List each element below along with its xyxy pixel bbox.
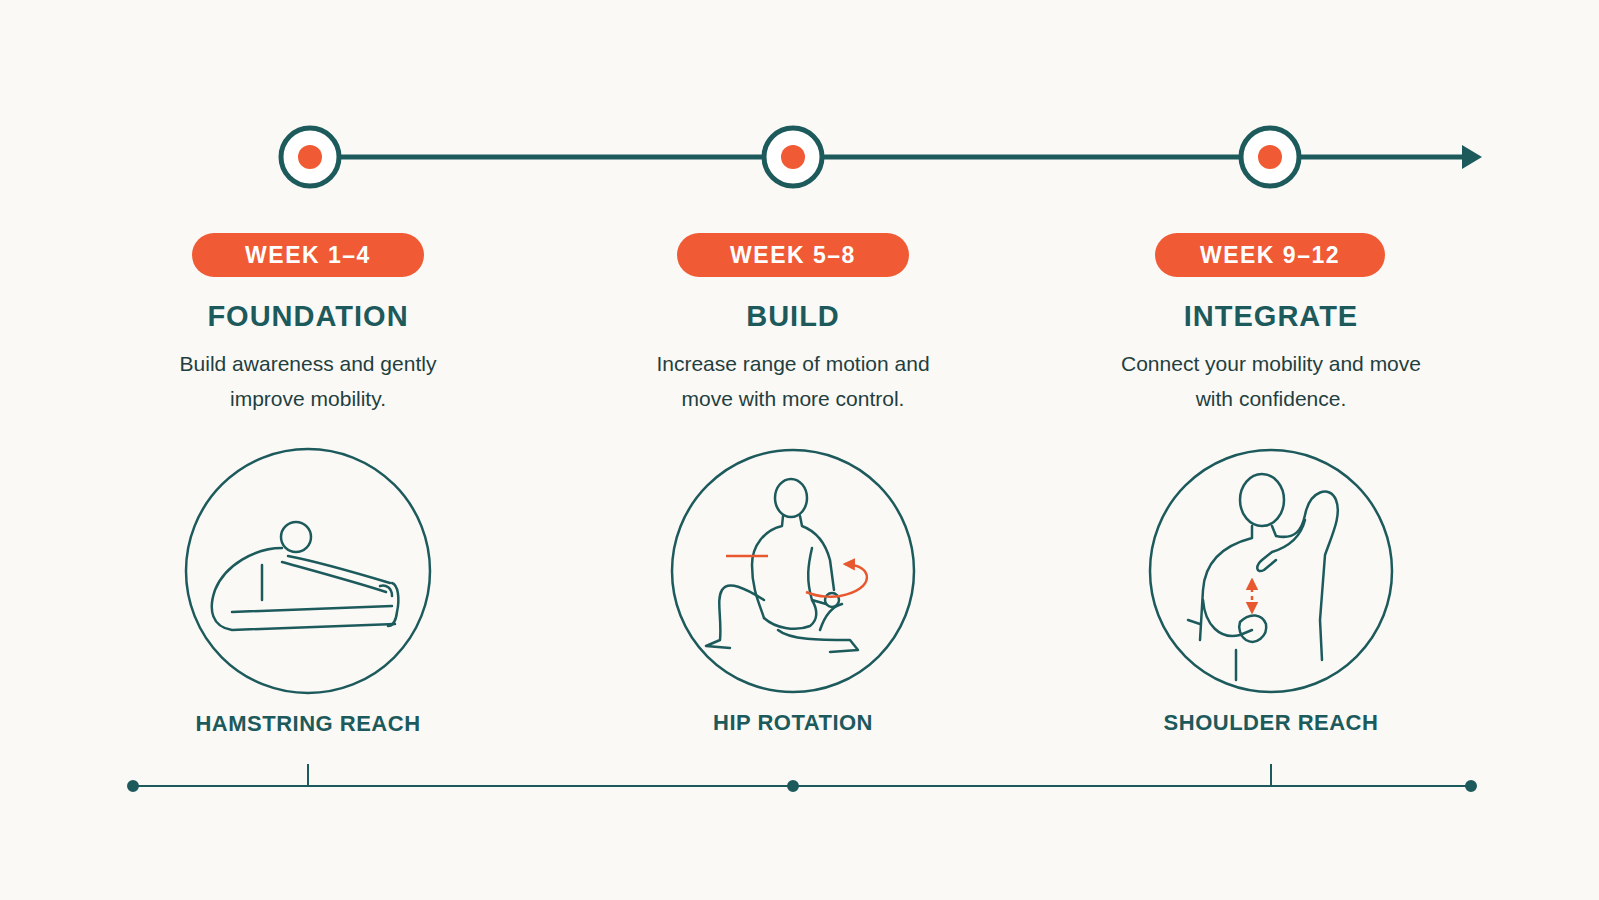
circle-outline <box>670 448 916 694</box>
circle-outline <box>184 447 432 695</box>
exercise-circle: SHOULDER REACH <box>1148 448 1394 694</box>
week-range: WEEK 1–4 <box>245 242 371 269</box>
hamstring-figure <box>212 522 399 630</box>
exercise-circle: HAMSTRING REACH <box>184 447 432 695</box>
phase-title: BUILD <box>746 300 840 333</box>
shoulder-reach-figure <box>1188 474 1338 680</box>
week-range: WEEK 9–12 <box>1200 242 1340 269</box>
phase-description: Increase range of motion and move with m… <box>634 346 952 416</box>
hip-rotation-figure <box>706 479 867 652</box>
week-badge: WEEK 5–8 <box>677 233 909 277</box>
phase-description: Connect your mobility and move with conf… <box>1112 346 1430 416</box>
week-badge: WEEK 9–12 <box>1155 233 1385 277</box>
week-badge: WEEK 1–4 <box>192 233 424 277</box>
exercise-name: HAMSTRING REACH <box>195 711 420 737</box>
phase-description: Build awareness and gently improve mobil… <box>149 346 467 416</box>
top-timeline <box>281 128 1482 186</box>
phase-title: INTEGRATE <box>1184 300 1358 333</box>
exercise-name: SHOULDER REACH <box>1164 710 1379 736</box>
exercise-circle: HIP ROTATION <box>670 448 916 694</box>
exercise-name: HIP ROTATION <box>713 710 873 736</box>
phase-title: FOUNDATION <box>207 300 408 333</box>
week-range: WEEK 5–8 <box>730 242 856 269</box>
circle-outline <box>1148 448 1394 694</box>
bottom-axis <box>128 764 1476 791</box>
